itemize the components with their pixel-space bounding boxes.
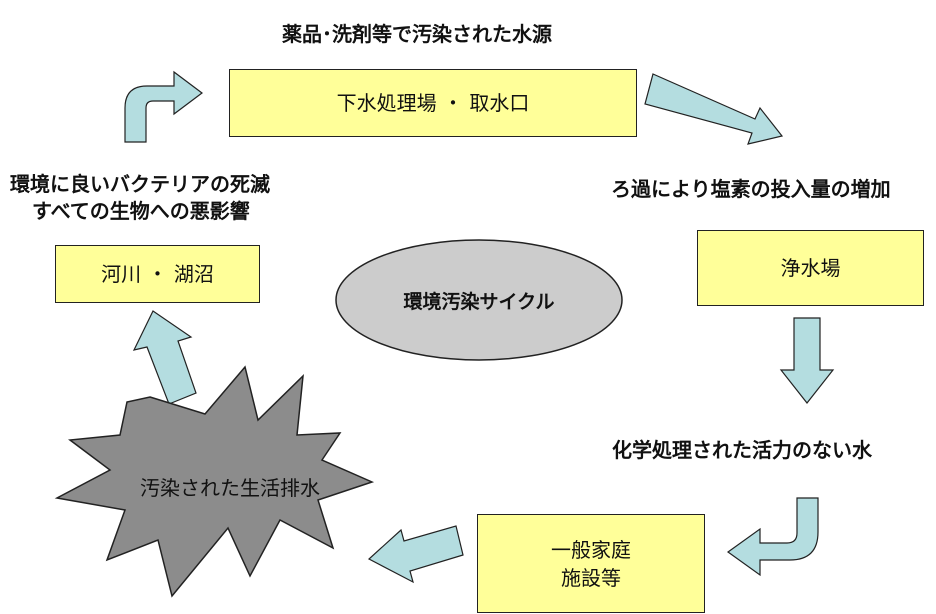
cycle-ellipse: [335, 239, 623, 361]
chemical-water-label: 化学処理された活力のない水: [612, 438, 872, 462]
water-purification-box: 浄水場: [697, 230, 924, 306]
block-arrow-icon: [132, 310, 197, 405]
chlorine-increase-label: ろ過により塩素の投入量の増加: [611, 177, 891, 201]
bacteria-line2: すべての生物への悪影響: [32, 199, 250, 223]
bacteria-line1: 環境に良いバクテリアの死滅: [10, 172, 270, 196]
block-arrow-icon: [644, 73, 784, 145]
polluted-source-label: 薬品･洗剤等で汚染された水源: [282, 22, 552, 46]
households-box: 一般家庭 施設等: [477, 514, 705, 613]
polluted-wastewater-label: 汚染された生活排水: [140, 475, 320, 500]
curved-arrow-icon: [124, 70, 203, 143]
households-line2: 施設等: [561, 565, 621, 590]
households-line1: 一般家庭: [551, 537, 631, 562]
cycle-center-label: 環境汚染サイクル: [403, 290, 555, 313]
curved-arrow-icon: [726, 497, 819, 577]
bacteria-label: 環境に良いバクテリアの死滅 すべての生物への悪影響: [10, 171, 270, 225]
block-arrow-icon: [779, 317, 835, 404]
explosion-burst-icon: [54, 365, 375, 598]
rivers-lakes-box: 河川 ・ 湖沼: [55, 245, 260, 303]
sewage-intake-text: 下水処理場 ・ 取水口: [336, 91, 530, 115]
water-purification-text: 浄水場: [780, 256, 841, 280]
sewage-intake-box: 下水処理場 ・ 取水口: [229, 69, 637, 137]
rivers-lakes-text: 河川 ・ 湖沼: [101, 262, 214, 286]
block-arrow-icon: [367, 525, 464, 584]
